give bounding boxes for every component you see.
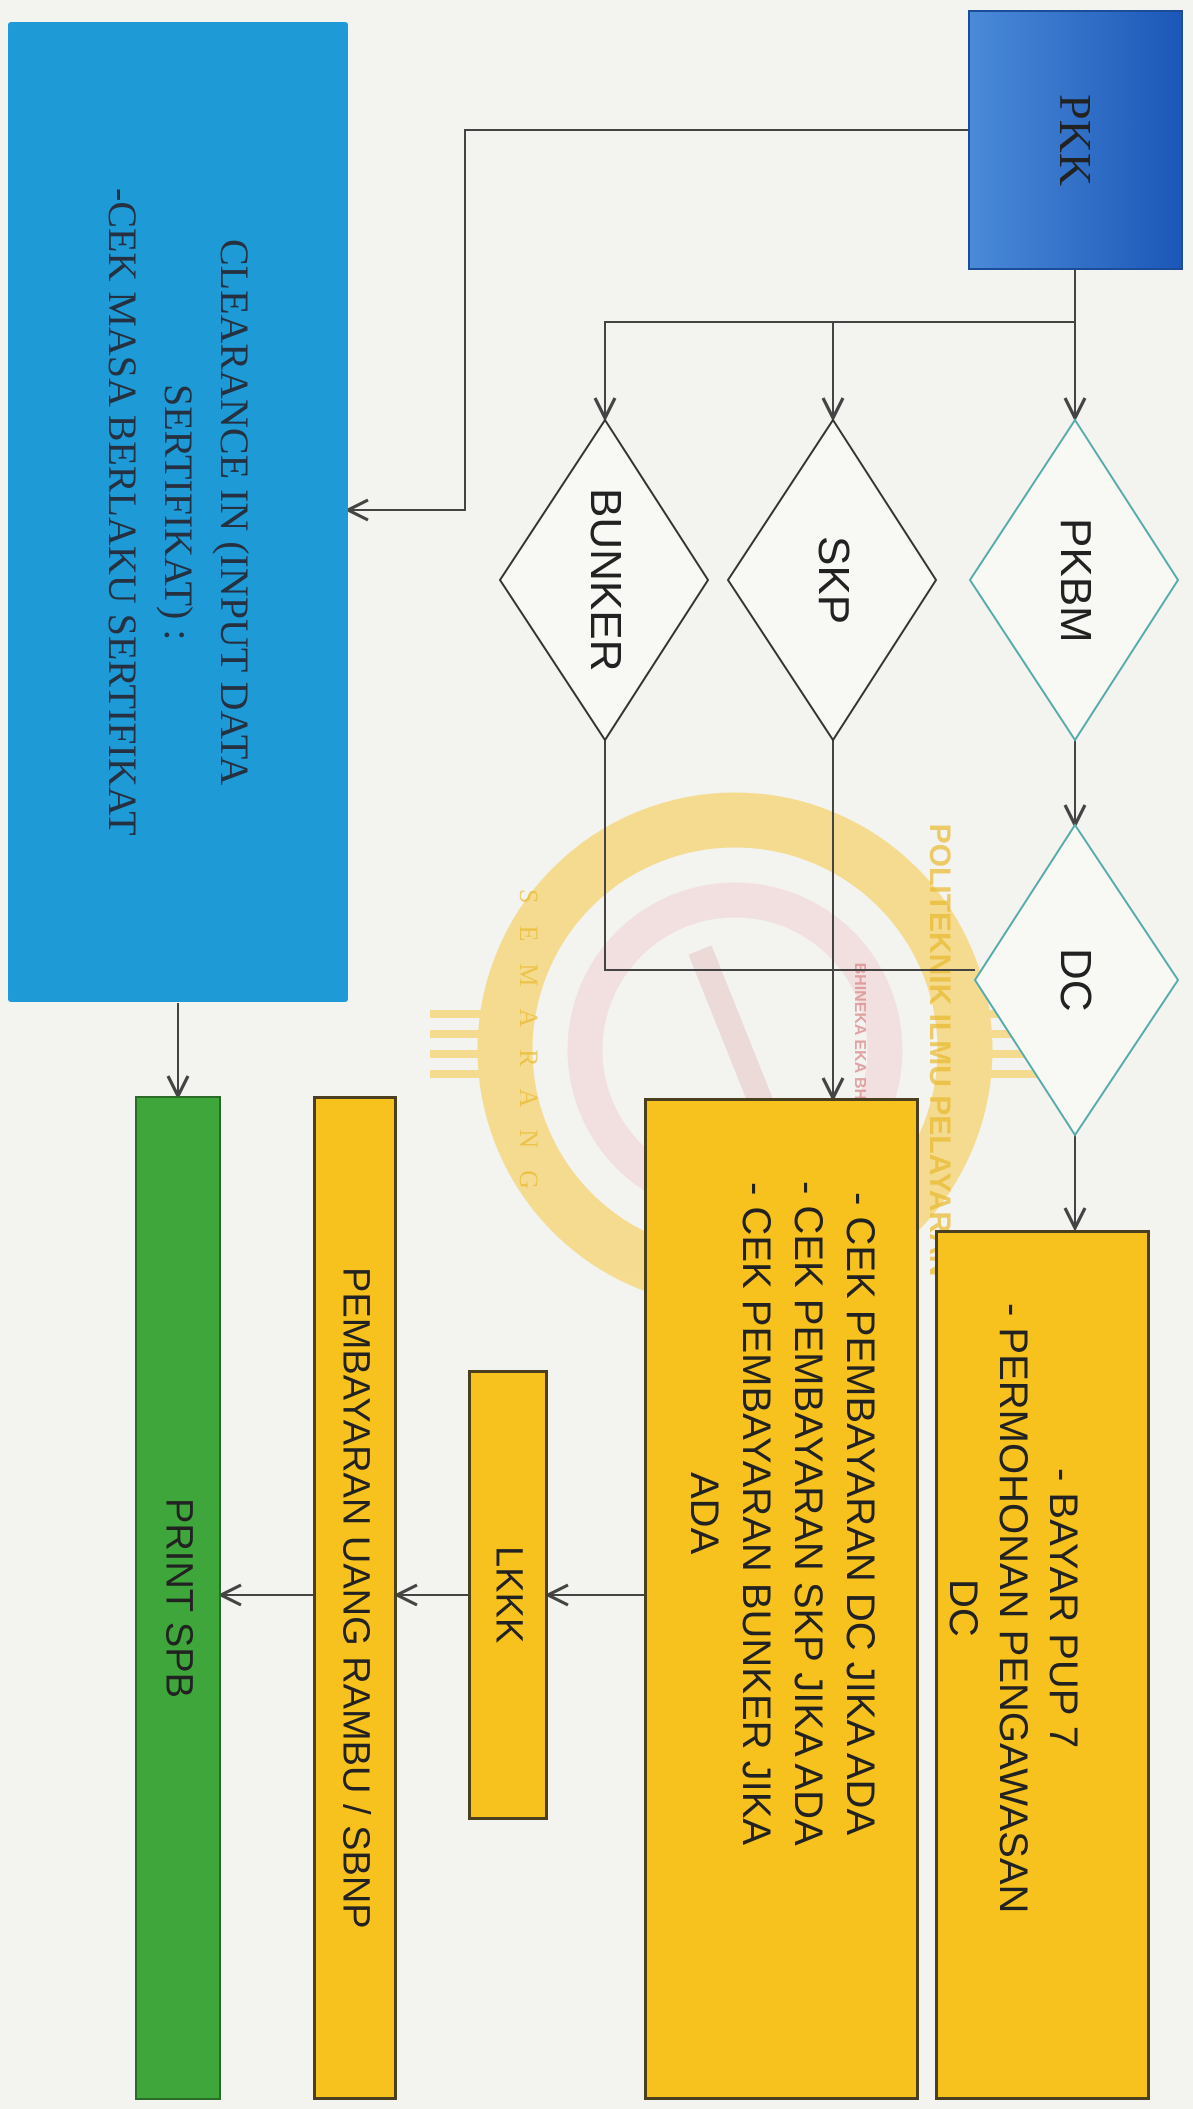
pkbm-decision-diamond <box>968 418 1180 742</box>
bunker-label-wrap: BUNKER <box>555 480 655 680</box>
bunker-decision-diamond <box>498 418 710 742</box>
watermark-city-text: SEMARANG <box>514 889 543 1211</box>
lkkk-label: LKKK <box>487 1546 530 1644</box>
connector-pkk-clearance <box>344 129 968 522</box>
connector-bunker-merge <box>604 740 975 971</box>
bayar-line-3: DC <box>941 1579 985 1638</box>
cek-line-2: - CEK PEMBAYARAN SKP JIKA ADA <box>786 1181 830 1846</box>
cek-pembayaran-box: - CEK PEMBAYARAN DC JIKA ADA - CEK PEMBA… <box>644 1098 919 2100</box>
pembayaran-rambu-box: PEMBAYARAN UANG RAMBU / SBNP <box>313 1096 397 2100</box>
pkbm-label-wrap: PKBM <box>1025 500 1125 660</box>
cek-line-3: - CEK PEMBAYARAN BUNKER JIKA <box>734 1181 778 1845</box>
bayar-line-2: - PERMOHONAN PENGAWASAN <box>991 1303 1035 1914</box>
watermark-top-text: POLITEKNIK ILMU PELAYARAN <box>923 824 956 1277</box>
clearance-line-1: CLEARANCE IN (INPUT DATA <box>212 238 257 786</box>
bunker-label: BUNKER <box>581 488 630 672</box>
bayar-pup-text: - BAYAR PUP 7 - PERMOHONAN PENGAWASAN DC <box>938 1303 1088 1913</box>
bayar-line-1: - BAYAR PUP 7 <box>1041 1468 1085 1749</box>
clearance-line-2: SERTIFIKAT) : <box>156 383 201 641</box>
dc-label-wrap: DC <box>1025 930 1125 1030</box>
print-spb-label: PRINT SPB <box>157 1498 200 1698</box>
dc-decision-diamond <box>973 823 1180 1137</box>
cek-line-4: ADA <box>682 1472 726 1555</box>
skp-label-wrap: SKP <box>783 500 883 660</box>
skp-decision-diamond <box>726 418 938 742</box>
cek-pembayaran-text: - CEK PEMBAYARAN DC JIKA ADA - CEK PEMBA… <box>678 1181 886 1846</box>
connector-pkk-skp <box>821 321 1075 422</box>
watermark-motto-text: BHINEKA EKA BHAKTI <box>851 963 868 1138</box>
bayar-pup-box: - BAYAR PUP 7 - PERMOHONAN PENGAWASAN DC <box>935 1230 1150 2100</box>
dc-label: DC <box>1051 948 1100 1012</box>
clearance-line-3: -CEK MASA BERLAKU SERTIFIKAT <box>100 188 145 836</box>
clearance-box: CLEARANCE IN (INPUT DATA SERTIFIKAT) : -… <box>8 22 348 1002</box>
pkk-box: PKK <box>968 10 1183 270</box>
connector-pkk-bunker <box>593 321 1075 422</box>
lkkk-box: LKKK <box>468 1370 548 1820</box>
pkk-label: PKK <box>1050 93 1101 187</box>
skp-label: SKP <box>809 535 858 625</box>
print-spb-box: PRINT SPB <box>135 1096 221 2100</box>
pkbm-label: PKBM <box>1051 517 1100 643</box>
pembayaran-rambu-label: PEMBAYARAN UANG RAMBU / SBNP <box>334 1267 377 1929</box>
cek-line-1: - CEK PEMBAYARAN DC JIKA ADA <box>838 1191 882 1835</box>
clearance-text: CLEARANCE IN (INPUT DATA SERTIFIKAT) : -… <box>94 188 262 836</box>
